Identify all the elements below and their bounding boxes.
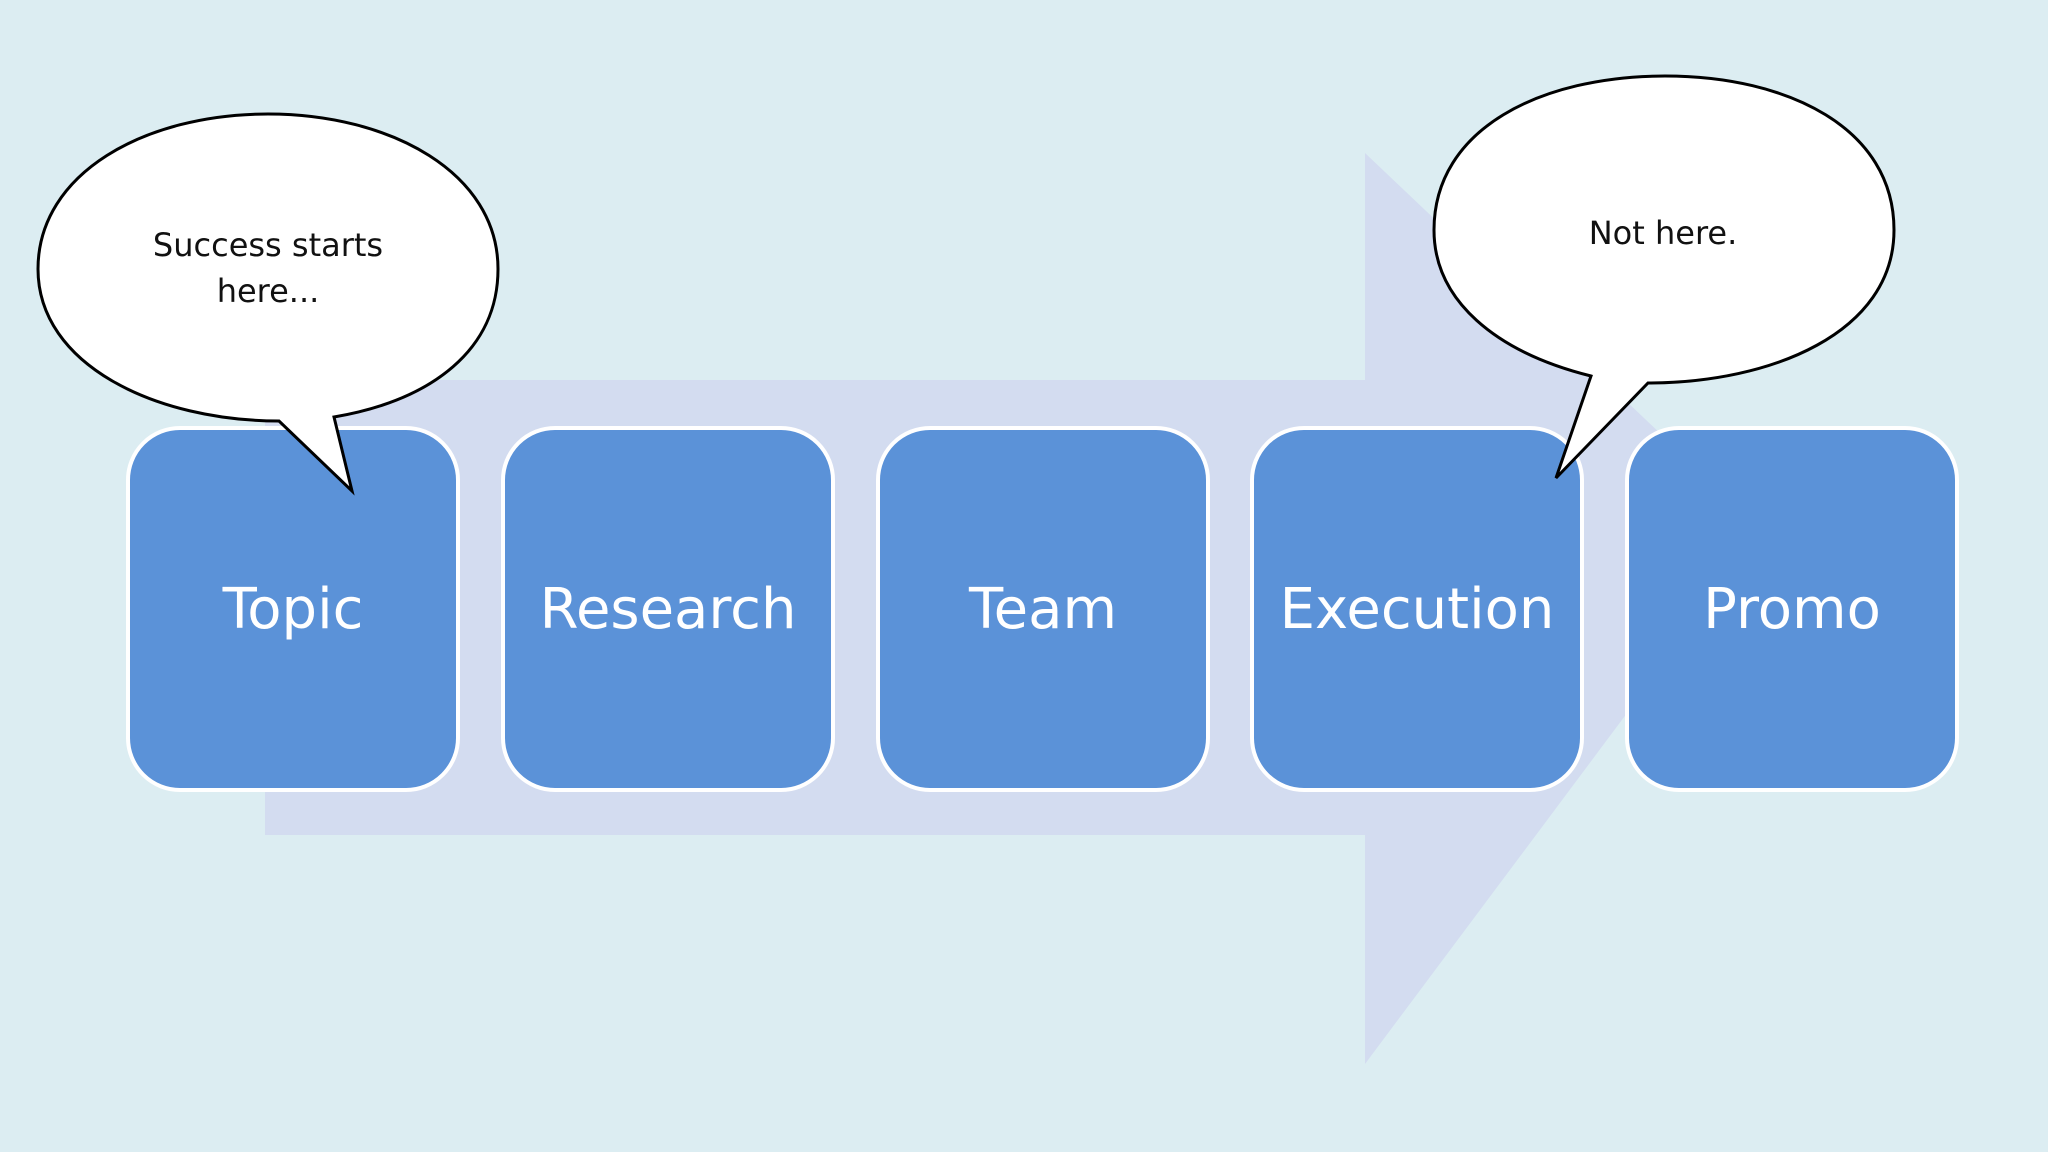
stage-box-execution[interactable] bbox=[1250, 426, 1584, 792]
stage-box-team[interactable] bbox=[876, 426, 1210, 792]
stage-box-topic[interactable] bbox=[126, 426, 460, 792]
speech-bubble-right bbox=[1432, 74, 1896, 480]
callout-text-left: Success starts here... bbox=[152, 226, 384, 310]
stage-box-research[interactable] bbox=[501, 426, 835, 792]
speech-bubble-left bbox=[36, 112, 500, 496]
callout-text-right: Not here. bbox=[1588, 214, 1738, 252]
stage-box-promo[interactable] bbox=[1625, 426, 1959, 792]
